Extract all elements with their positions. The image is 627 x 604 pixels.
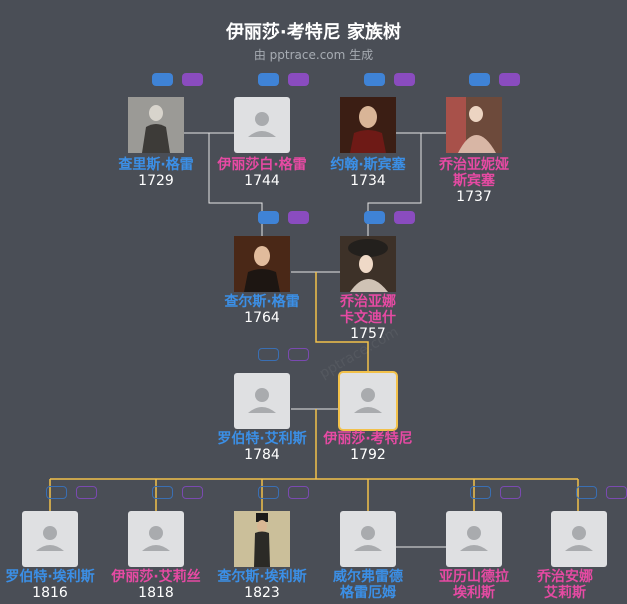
avatar-placeholder[interactable] bbox=[22, 511, 78, 567]
expand-button[interactable] bbox=[500, 486, 521, 499]
avatar-placeholder[interactable] bbox=[234, 373, 290, 429]
expand-button[interactable] bbox=[364, 211, 385, 224]
expand-button[interactable] bbox=[364, 73, 385, 86]
person-name-text: 乔治安娜 艾莉斯 bbox=[537, 569, 593, 601]
person-name[interactable]: 查尔斯·格雷 bbox=[224, 294, 300, 310]
avatar-placeholder[interactable] bbox=[340, 511, 396, 567]
person-year: 1816 bbox=[32, 585, 68, 601]
expand-button[interactable] bbox=[76, 486, 97, 499]
person-silhouette-icon bbox=[354, 526, 382, 551]
expand-button[interactable] bbox=[258, 211, 279, 224]
person-name[interactable]: 罗伯特·艾利斯 bbox=[217, 431, 307, 447]
expand-button[interactable] bbox=[258, 73, 279, 86]
person-silhouette-icon bbox=[248, 388, 276, 413]
person-name[interactable]: 伊丽莎白·格雷 bbox=[217, 157, 307, 173]
portrait-photo[interactable] bbox=[446, 97, 502, 153]
portrait-photo[interactable] bbox=[340, 97, 396, 153]
avatar-placeholder[interactable] bbox=[128, 511, 184, 567]
portrait-photo[interactable] bbox=[128, 97, 184, 153]
portrait-photo[interactable] bbox=[234, 236, 290, 292]
expand-button[interactable] bbox=[394, 73, 415, 86]
avatar-placeholder-selected[interactable] bbox=[340, 373, 396, 429]
person-name[interactable]: 亚历山德拉 埃利斯 bbox=[414, 569, 534, 601]
expand-button[interactable] bbox=[469, 73, 490, 86]
portrait-image bbox=[128, 97, 184, 153]
expand-button[interactable] bbox=[606, 486, 627, 499]
person-name-text: 乔治亚妮娅 斯宾塞 bbox=[439, 157, 509, 189]
expand-button[interactable] bbox=[394, 211, 415, 224]
portrait-image bbox=[340, 97, 396, 153]
person-silhouette-icon bbox=[36, 526, 64, 551]
person-name[interactable]: 乔治安娜 艾莉斯 bbox=[505, 569, 625, 601]
person-year: 1757 bbox=[350, 326, 386, 342]
expand-button[interactable] bbox=[182, 486, 203, 499]
person-name[interactable]: 约翰·斯宾塞 bbox=[330, 157, 406, 173]
expand-button[interactable] bbox=[258, 486, 279, 499]
person-name[interactable]: 乔治亚妮娅 斯宾塞 bbox=[414, 157, 534, 189]
expand-button[interactable] bbox=[288, 486, 309, 499]
person-year: 1744 bbox=[244, 173, 280, 189]
portrait-photo[interactable] bbox=[234, 511, 290, 567]
expand-button[interactable] bbox=[152, 486, 173, 499]
person-silhouette-icon bbox=[565, 526, 593, 551]
expand-button[interactable] bbox=[258, 348, 279, 361]
portrait-photo[interactable] bbox=[340, 236, 396, 292]
person-name[interactable]: 乔治亚娜 卡文迪什 bbox=[308, 294, 428, 326]
expand-button[interactable] bbox=[470, 486, 491, 499]
expand-button[interactable] bbox=[288, 211, 309, 224]
avatar-placeholder[interactable] bbox=[446, 511, 502, 567]
person-name[interactable]: 伊丽莎·考特尼 bbox=[323, 431, 413, 447]
expand-button[interactable] bbox=[288, 73, 309, 86]
person-year: 1734 bbox=[350, 173, 386, 189]
page-title: 伊丽莎·考特尼 家族树 bbox=[225, 22, 402, 43]
person-name-text: 威尔弗雷德 格雷厄姆 bbox=[333, 569, 403, 601]
person-name[interactable]: 威尔弗雷德 格雷厄姆 bbox=[308, 569, 428, 601]
person-silhouette-icon bbox=[460, 526, 488, 551]
page-subtitle: 由 pptrace.com 生成 bbox=[253, 48, 374, 62]
expand-button[interactable] bbox=[182, 73, 203, 86]
avatar-placeholder[interactable] bbox=[234, 97, 290, 153]
expand-button[interactable] bbox=[576, 486, 597, 499]
person-silhouette-icon bbox=[354, 388, 382, 413]
person-name[interactable]: 罗伯特·埃利斯 bbox=[5, 569, 95, 585]
portrait-image bbox=[340, 236, 396, 292]
person-name-text: 乔治亚娜 卡文迪什 bbox=[340, 294, 396, 326]
person-year: 1737 bbox=[456, 189, 492, 205]
expand-button[interactable] bbox=[288, 348, 309, 361]
portrait-image bbox=[234, 236, 290, 292]
person-name-text: 亚历山德拉 埃利斯 bbox=[439, 569, 509, 601]
person-year: 1792 bbox=[350, 447, 386, 463]
expand-button[interactable] bbox=[499, 73, 520, 86]
portrait-image bbox=[234, 511, 290, 567]
portrait-image bbox=[446, 97, 502, 153]
person-year: 1823 bbox=[244, 585, 280, 601]
avatar-placeholder[interactable] bbox=[551, 511, 607, 567]
person-year: 1784 bbox=[244, 447, 280, 463]
person-name[interactable]: 查尔斯·埃利斯 bbox=[217, 569, 307, 585]
person-year: 1818 bbox=[138, 585, 174, 601]
person-silhouette-icon bbox=[248, 112, 276, 137]
expand-button[interactable] bbox=[46, 486, 67, 499]
person-silhouette-icon bbox=[142, 526, 170, 551]
person-name[interactable]: 伊丽莎·艾莉丝 bbox=[111, 569, 201, 585]
person-year: 1729 bbox=[138, 173, 174, 189]
expand-button[interactable] bbox=[152, 73, 173, 86]
person-name[interactable]: 查里斯·格雷 bbox=[118, 157, 194, 173]
person-year: 1764 bbox=[244, 310, 280, 326]
